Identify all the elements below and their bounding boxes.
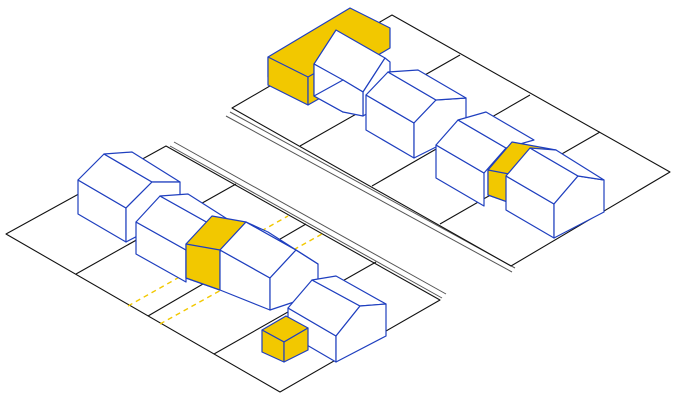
- lower-left-block: [5, 141, 447, 393]
- road-line-upper-b: [229, 111, 516, 269]
- house: [135, 193, 233, 283]
- front-garage-addition: [261, 315, 309, 363]
- rear-infill-addition: [185, 215, 247, 291]
- house: [505, 147, 605, 239]
- house: [219, 221, 319, 311]
- road-line-upper: [225, 115, 513, 273]
- house: [365, 69, 467, 159]
- house: [287, 275, 387, 363]
- road-line-lower-b: [169, 145, 443, 299]
- house: [435, 111, 535, 207]
- road-line-lower: [173, 141, 447, 295]
- upper-right-block: [225, 7, 671, 273]
